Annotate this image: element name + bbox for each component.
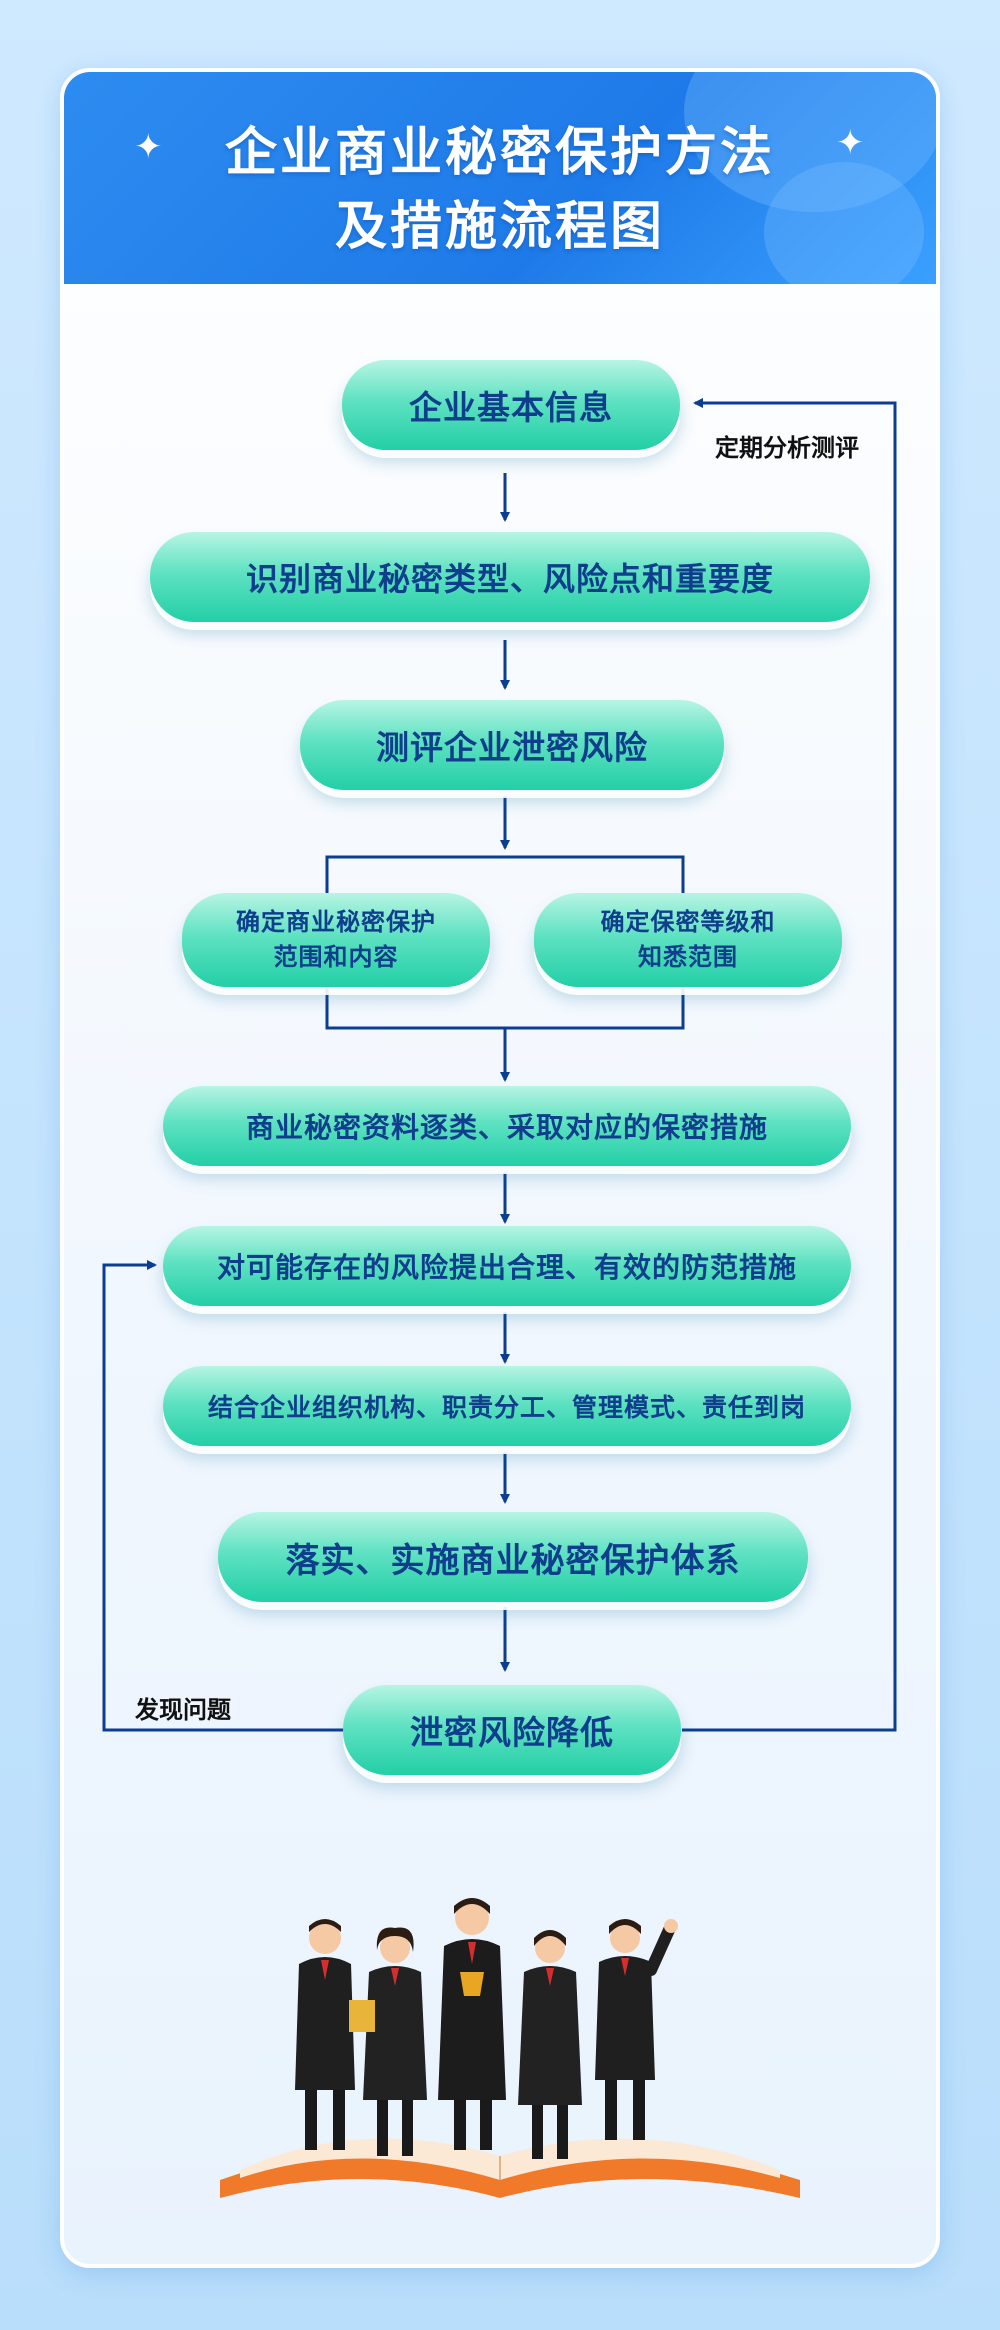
node-organization-duties: 结合企业组织机构、职责分工、管理模式、责任到岗 [163,1366,851,1446]
sparkle-icon: ✦ [134,127,163,167]
node-implement-system: 落实、实施商业秘密保护体系 [218,1512,808,1602]
header-banner: ✦ ✦ 企业商业秘密保护方法 及措施流程图 [64,72,936,284]
sparkle-icon: ✦ [836,123,865,163]
loop-left-arrow [102,1260,343,1732]
decor-blob [764,162,924,284]
node-risk-reduced: 泄密风险降低 [343,1685,681,1775]
node-define-scope-line2: 范围和内容 [273,943,399,971]
lawyer-figures [295,1898,678,2159]
split-bracket [325,855,685,900]
node-define-scope: 确定商业秘密保护 范围和内容 [182,893,490,987]
node-basic-info: 企业基本信息 [342,360,680,450]
loop-left-label: 发现问题 [135,1696,231,1724]
page-title-line1: 企业商业秘密保护方法 [224,123,775,183]
node-define-level-line1: 确定保密等级和 [600,908,776,937]
lawyers-on-book-illustration [220,1898,800,2198]
loop-right-arrow [682,398,897,1732]
node-assess-risk: 测评企业泄密风险 [300,700,724,790]
node-identify-secrets: 识别商业秘密类型、风险点和重要度 [150,532,870,622]
page-title-line2: 及措施流程图 [334,197,665,257]
loop-right-label: 定期分析测评 [715,434,859,462]
node-classify-measures: 商业秘密资料逐类、采取对应的保密措施 [163,1086,851,1166]
node-define-scope-line1: 确定商业秘密保护 [236,908,436,937]
merge-bracket [325,985,685,1030]
node-define-level: 确定保密等级和 知悉范围 [534,893,842,987]
node-prevention-measures: 对可能存在的风险提出合理、有效的防范措施 [163,1226,851,1306]
node-define-level-line2: 知悉范围 [638,943,738,971]
